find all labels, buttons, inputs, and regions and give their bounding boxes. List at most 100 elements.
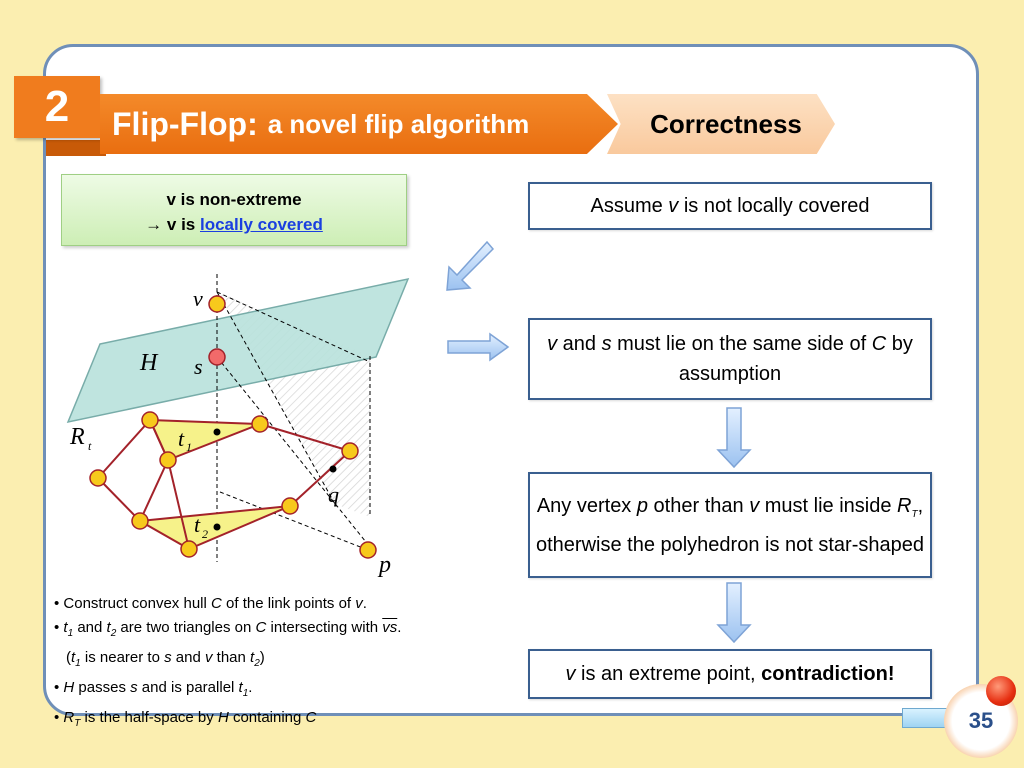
var-s: s — [164, 649, 172, 666]
text: must lie inside — [759, 494, 898, 517]
title-subtitle: a novel flip algorithm — [267, 108, 530, 139]
text: than — [212, 649, 251, 666]
text: are two triangles on — [116, 619, 256, 636]
contradiction-text: contradiction! — [761, 663, 895, 685]
polyhedron-edges — [97, 419, 351, 550]
claim-line2-prefix: → v is — [145, 215, 200, 234]
text: of the link points of — [221, 595, 356, 612]
text: Any vertex — [536, 494, 637, 517]
page-badge-tab — [902, 708, 950, 728]
flow-step-inside-rt-text: Any vertex p other than v must lie insid… — [530, 491, 930, 560]
locally-covered-link[interactable]: locally covered — [199, 215, 323, 234]
flow-step-same-side: v and s must lie on the same side of C b… — [528, 318, 932, 400]
note-3: (t1 is nearer to s and v than t2) — [54, 646, 514, 676]
text: containing — [228, 709, 306, 726]
var-v: v — [668, 195, 679, 217]
vertices — [89, 295, 377, 559]
title-banner: Flip-Flop: a novel flip algorithm — [100, 94, 618, 154]
var-s: s — [130, 679, 138, 696]
text: and — [73, 619, 107, 636]
sub: 2 — [254, 658, 260, 669]
flow-step-assume-text: Assume v is not locally covered — [590, 191, 869, 221]
text: ) — [259, 649, 265, 666]
label-r-sub: t — [88, 439, 92, 453]
text: and — [557, 333, 602, 355]
claim-line1: v is non-extreme — [166, 190, 302, 209]
text: , otherwise the polyhedron is not star-s… — [535, 494, 924, 556]
text: is nearer to — [80, 649, 165, 666]
flow-step-same-side-text: v and s must lie on the same side of C b… — [530, 329, 930, 389]
text: . — [397, 619, 402, 636]
var-p: p — [636, 494, 648, 517]
notes-list: • Construct convex hull C of the link po… — [54, 592, 514, 736]
step-label: Correctness — [650, 108, 802, 139]
var-r: R — [897, 494, 912, 517]
label-t1-sub: 1 — [186, 440, 192, 454]
text: Assume — [590, 195, 669, 217]
var-s: s — [601, 333, 612, 355]
text: • Construct convex hull — [54, 595, 211, 612]
var-t: t — [71, 649, 76, 666]
flow-step-contradiction-text: v is an extreme point, contradiction! — [566, 659, 895, 689]
step-chevron: Correctness — [607, 94, 835, 154]
label-t1: t — [178, 426, 185, 451]
vertex-s — [208, 348, 226, 366]
label-r: R — [69, 424, 85, 450]
var-t: t — [106, 619, 111, 636]
text: intersecting with — [266, 619, 383, 636]
intersection-point-q — [329, 465, 337, 473]
intersection-point-t2 — [213, 523, 221, 531]
label-s: s — [194, 354, 203, 379]
sub: 1 — [67, 628, 74, 639]
flow-step-inside-rt: Any vertex p other than v must lie insid… — [528, 472, 932, 578]
text: passes — [74, 679, 131, 696]
text: must lie on the same side of — [611, 333, 872, 355]
var-r: R — [63, 709, 75, 726]
title-shadow — [46, 140, 106, 156]
label-h: H — [139, 350, 159, 376]
label-v: v — [193, 286, 203, 311]
var-v: v — [204, 649, 213, 666]
var-v: v — [565, 663, 576, 685]
var-t: t — [250, 649, 255, 666]
note-1: • Construct convex hull C of the link po… — [54, 592, 514, 616]
label-q: q — [328, 482, 339, 507]
text: other than — [648, 494, 750, 517]
plane-h — [66, 277, 410, 424]
var-c: C — [211, 595, 222, 612]
flow-step-assume: Assume v is not locally covered — [528, 182, 932, 230]
label-p: p — [377, 552, 391, 578]
sub: 1 — [75, 658, 81, 669]
var-v: v — [547, 333, 558, 355]
section-number-badge: 2 — [14, 76, 100, 138]
text: • — [54, 619, 64, 636]
text: . — [362, 595, 367, 612]
note-4: • H passes s and is parallel t1. — [54, 676, 514, 706]
var-t: t — [63, 619, 68, 636]
var-c: C — [305, 709, 317, 726]
section-number: 2 — [44, 82, 70, 131]
text: and — [171, 649, 205, 666]
sub: 2 — [110, 628, 117, 639]
intersection-point-t1 — [213, 428, 221, 436]
red-dot-icon — [986, 676, 1016, 706]
title-main: Flip-Flop: — [112, 105, 258, 142]
var-t: t — [238, 679, 243, 696]
text: . — [248, 679, 253, 696]
geometry-diagram: v s H q p R t t 1 t 2 — [66, 274, 410, 578]
text: ( — [66, 649, 71, 666]
var-c: C — [255, 619, 267, 636]
var-h: H — [217, 709, 229, 726]
segment-vs: vs — [382, 619, 398, 636]
note-5: • RT is the half-space by H containing C — [54, 706, 514, 736]
text: by assumption — [678, 333, 913, 385]
text: • — [54, 709, 64, 726]
note-2: • t1 and t2 are two triangles on C inter… — [54, 616, 514, 646]
text: is an extreme point, — [575, 663, 762, 685]
sub: 1 — [242, 688, 249, 699]
var-v: v — [749, 494, 760, 517]
text: is the half-space by — [80, 709, 218, 726]
label-t2: t — [194, 512, 201, 537]
page-number: 35 — [968, 708, 994, 733]
text: and is parallel — [137, 679, 239, 696]
